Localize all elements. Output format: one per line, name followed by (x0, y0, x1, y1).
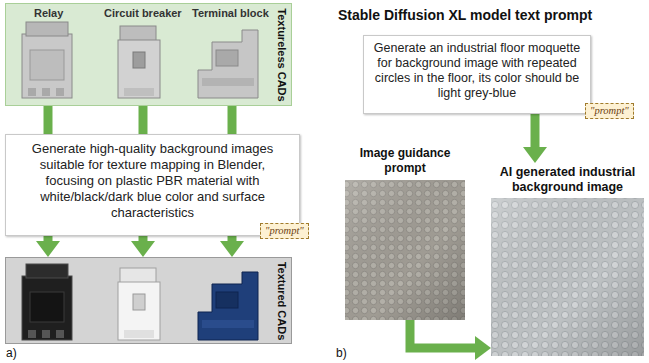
guidance-image (345, 180, 465, 320)
generated-image (491, 198, 644, 356)
image-panel: AI generated industrial background image (491, 163, 644, 356)
relay-model (30, 50, 64, 80)
terminal-block-model (198, 272, 258, 340)
input-panel: Relay Circuit breaker Terminal block Textur… (5, 3, 292, 106)
tag-text: "prompt" (590, 104, 629, 118)
terminal-block-model (202, 320, 254, 328)
flow-arrow (44, 236, 53, 241)
relay-model (56, 88, 64, 96)
breaker-model (133, 294, 145, 310)
terminal-block-model (198, 272, 258, 340)
prompt-text: Generate an industrial floor moquette fo… (372, 41, 582, 101)
panel-heading: Textureless CADs (275, 8, 288, 101)
relay-model (42, 330, 50, 338)
terminal-block-model (202, 78, 254, 86)
panel-title: Stable Diffusion XL model text prompt (338, 7, 592, 24)
relay-model (28, 88, 36, 96)
textured-cads (22, 264, 258, 340)
flow-arrow (139, 236, 148, 241)
flow-arrow (531, 114, 540, 147)
breaker-model (118, 282, 160, 340)
prompt-tag: "prompt" (585, 103, 634, 119)
breaker-model (124, 88, 154, 96)
generated-image (491, 198, 644, 356)
panel-heading: Textured CADs (275, 262, 288, 341)
prompt-text: Generate high-quality background images … (16, 141, 289, 221)
flow-arrow (228, 236, 237, 241)
relay-model (56, 330, 64, 338)
breaker-model (118, 40, 160, 98)
prompt-box: Generate an industrial floor moquette fo… (363, 35, 591, 114)
generated-image (491, 198, 644, 356)
relay-model (30, 292, 64, 322)
relay-model (22, 22, 72, 98)
breaker-model (118, 26, 160, 98)
terminal-block-model (216, 292, 238, 308)
part-name: Terminal block (192, 7, 269, 20)
part-name: Relay (34, 7, 63, 20)
image-heading: AI generated industrial background image (491, 165, 644, 195)
image-heading: Image guidance prompt (345, 146, 465, 176)
relay-model (22, 264, 72, 340)
panel-fill (5, 3, 292, 106)
relay-model (22, 34, 72, 98)
prompt-box: Generate high-quality background images … (5, 134, 300, 236)
output-panel: Textured CADs (5, 257, 292, 344)
terminal-block-model (198, 30, 258, 98)
relay-model (26, 22, 68, 36)
relay-model (42, 88, 50, 96)
panel-letter: b) (336, 346, 347, 360)
relay-model (22, 276, 72, 340)
relay-model (26, 264, 68, 278)
part-name: Circuit breaker (104, 7, 182, 20)
terminal-block-model (216, 50, 238, 66)
flow-arrow (44, 106, 53, 134)
flow-arrow (410, 320, 475, 348)
flow-arrow (139, 106, 148, 134)
flow-arrow (228, 106, 237, 134)
breaker-model (118, 268, 160, 340)
breaker-model (133, 52, 145, 68)
terminal-block-model (198, 30, 258, 98)
textureless-cads (22, 22, 258, 98)
panel-fill (5, 257, 292, 344)
tag-text: "prompt" (265, 224, 304, 238)
breaker-model (124, 330, 154, 338)
relay-model (28, 330, 36, 338)
panel-letter: a) (6, 346, 17, 360)
guidance-image (345, 180, 465, 320)
image-panel: Image guidance prompt (345, 145, 465, 320)
guidance-image (345, 180, 465, 320)
prompt-tag: "prompt" (260, 223, 309, 239)
